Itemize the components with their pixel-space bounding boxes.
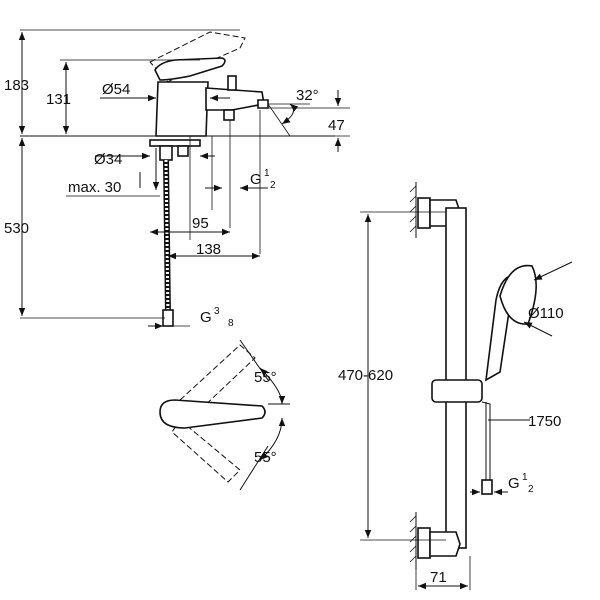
dim-diameter-34: Ø34 xyxy=(94,151,122,168)
dim-angle-32: 32° xyxy=(296,87,319,104)
dim-131: 131 xyxy=(46,91,71,108)
dim-diameter-110: Ø110 xyxy=(528,305,564,322)
thread-denominator: 2 xyxy=(528,484,534,495)
thread-numerator: 3 xyxy=(214,306,220,317)
dim-530: 530 xyxy=(4,220,29,237)
thread-numerator: 1 xyxy=(522,472,528,483)
thread-denominator: 2 xyxy=(270,180,276,191)
thread-g-half-bottom: G 1 2 xyxy=(508,472,534,495)
dim-95: 95 xyxy=(192,215,209,232)
dim-max-30: max. 30 xyxy=(68,179,121,196)
thread-letter: G xyxy=(508,475,520,492)
shower-rail-view xyxy=(360,182,573,590)
dim-47: 47 xyxy=(328,117,345,134)
lever-top-view xyxy=(159,339,290,491)
thread-numerator: 1 xyxy=(264,168,270,179)
dim-138: 138 xyxy=(196,241,221,258)
dim-183: 183 xyxy=(4,77,29,94)
dim-470-620: 470-620 xyxy=(338,367,393,384)
mixer-side-view xyxy=(18,29,350,330)
thread-g-three-eighths: G 3 8 xyxy=(200,306,234,329)
thread-letter: G xyxy=(200,309,212,326)
dim-angle-55-upper: 55° xyxy=(254,369,277,386)
thread-letter: G xyxy=(250,171,262,188)
thread-denominator: 8 xyxy=(228,318,234,329)
thread-g-half-top: G 1 2 xyxy=(250,168,276,191)
dim-diameter-54: Ø54 xyxy=(102,81,130,98)
dim-1750: 1750 xyxy=(528,413,561,430)
dim-71: 71 xyxy=(430,569,447,586)
dim-angle-55-lower: 55° xyxy=(254,449,277,466)
